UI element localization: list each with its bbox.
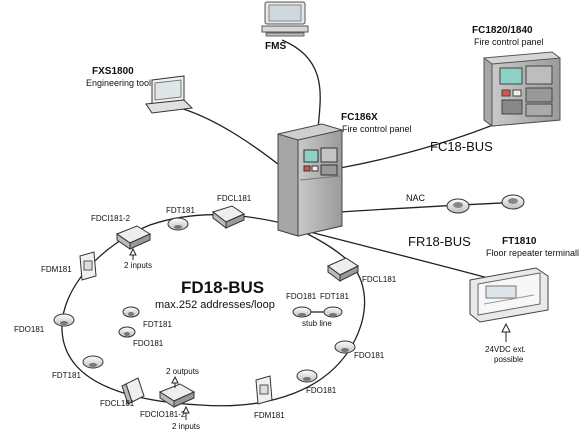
fdci181-2-input-arrow [129,247,137,260]
fr18-bus-line [309,231,489,279]
fdcio181-2-note-out: 2 outputs [166,367,199,376]
nac-line [339,201,521,213]
fdcl181-top-label: FDCL181 [217,194,252,203]
laptop-icon[interactable] [145,75,194,114]
fdci181-2-module[interactable] [115,225,152,250]
fr18-bus-label: FR18-BUS [408,234,471,249]
fdci181-2-label: FDCI181-2 [91,214,131,223]
fdt181-top-detector[interactable] [167,217,189,231]
ft1810-terminal[interactable] [469,267,549,323]
inner-fdt181-label: FDT181 [143,320,172,329]
fdo181-bottom-label: FDO181 [306,386,337,395]
fxs1800-subtitle: Engineering tool [86,78,151,88]
fxs1800-link [179,107,284,169]
fdo181-left-label: FDO181 [14,325,45,334]
ft1810-note-2: possible [494,355,524,364]
fdcl181-right-label: FDCL181 [362,275,397,284]
fxs1800-title: FXS1800 [92,66,134,77]
fd18-bus-sub: max.252 addresses/loop [155,299,275,311]
fc1820-subtitle: Fire control panel [474,37,544,47]
fdm181-bottom-callpoint[interactable] [255,375,273,405]
ft1810-power-arrow [501,322,511,342]
fc1820-panel[interactable] [483,51,561,127]
fdcio181-2-output-arrow [171,375,179,388]
fms-label: FMS [265,41,286,52]
fms-computer[interactable] [261,1,309,37]
fdcl181-right-module[interactable] [327,257,359,282]
fms-link [281,39,321,131]
fdo181-bottom-detector[interactable] [296,369,318,383]
ft1810-subtitle: Floor repeater terminall [486,248,579,258]
ft1810-title: FT1810 [502,236,537,247]
fdcl181-top-module[interactable] [211,205,246,230]
stub-fdt181-detector[interactable] [323,306,343,318]
inner-fdo181-label: FDO181 [133,339,164,348]
nac-label: NAC [406,193,426,203]
fc1820-title: FC1820/1840 [472,25,533,36]
fdt181-left-detector[interactable] [82,355,104,369]
fdo181-left-detector[interactable] [53,313,75,327]
fc186x-subtitle: Fire control panel [342,124,412,134]
fdcio181-2-module[interactable] [158,383,196,408]
fdm181-bottom-label: FDM181 [254,411,285,420]
inner-fdo181-detector[interactable] [118,326,136,338]
fc186x-title: FC186X [341,112,378,123]
fdt181-top-label: FDT181 [166,206,195,215]
fdcio181-2-label: FDCIO181-2 [140,410,186,419]
fdm181-left-callpoint[interactable] [79,251,97,281]
fdci181-2-note: 2 inputs [124,261,152,270]
nac-sounder-1[interactable] [446,198,470,214]
stub-line-label: stub line [302,319,332,328]
fdcl181-bottom-label: FDCL181 [100,399,135,408]
fdcio181-2-note-in: 2 inputs [172,422,200,431]
fdcio181-2-input-arrow [182,405,190,420]
stub-fdt181-label: FDT181 [320,292,349,301]
fc18-bus-label: FC18-BUS [430,139,493,154]
nac-sounder-2[interactable] [501,194,525,210]
stub-fdo181-label: FDO181 [286,292,317,301]
fc186x-panel[interactable] [277,123,343,237]
fdt181-left-label: FDT181 [52,371,81,380]
inner-fdt181-detector[interactable] [122,306,140,318]
fdo181-right-detector[interactable] [334,340,356,354]
fdm181-left-label: FDM181 [41,265,72,274]
fdo181-right-label: FDO181 [354,351,385,360]
fdcl181-bottom-module[interactable] [121,377,145,405]
ft1810-note-1: 24VDC ext. [485,345,526,354]
fd18-bus-label: FD18-BUS [181,278,264,297]
stub-fdo181-detector[interactable] [292,306,312,318]
